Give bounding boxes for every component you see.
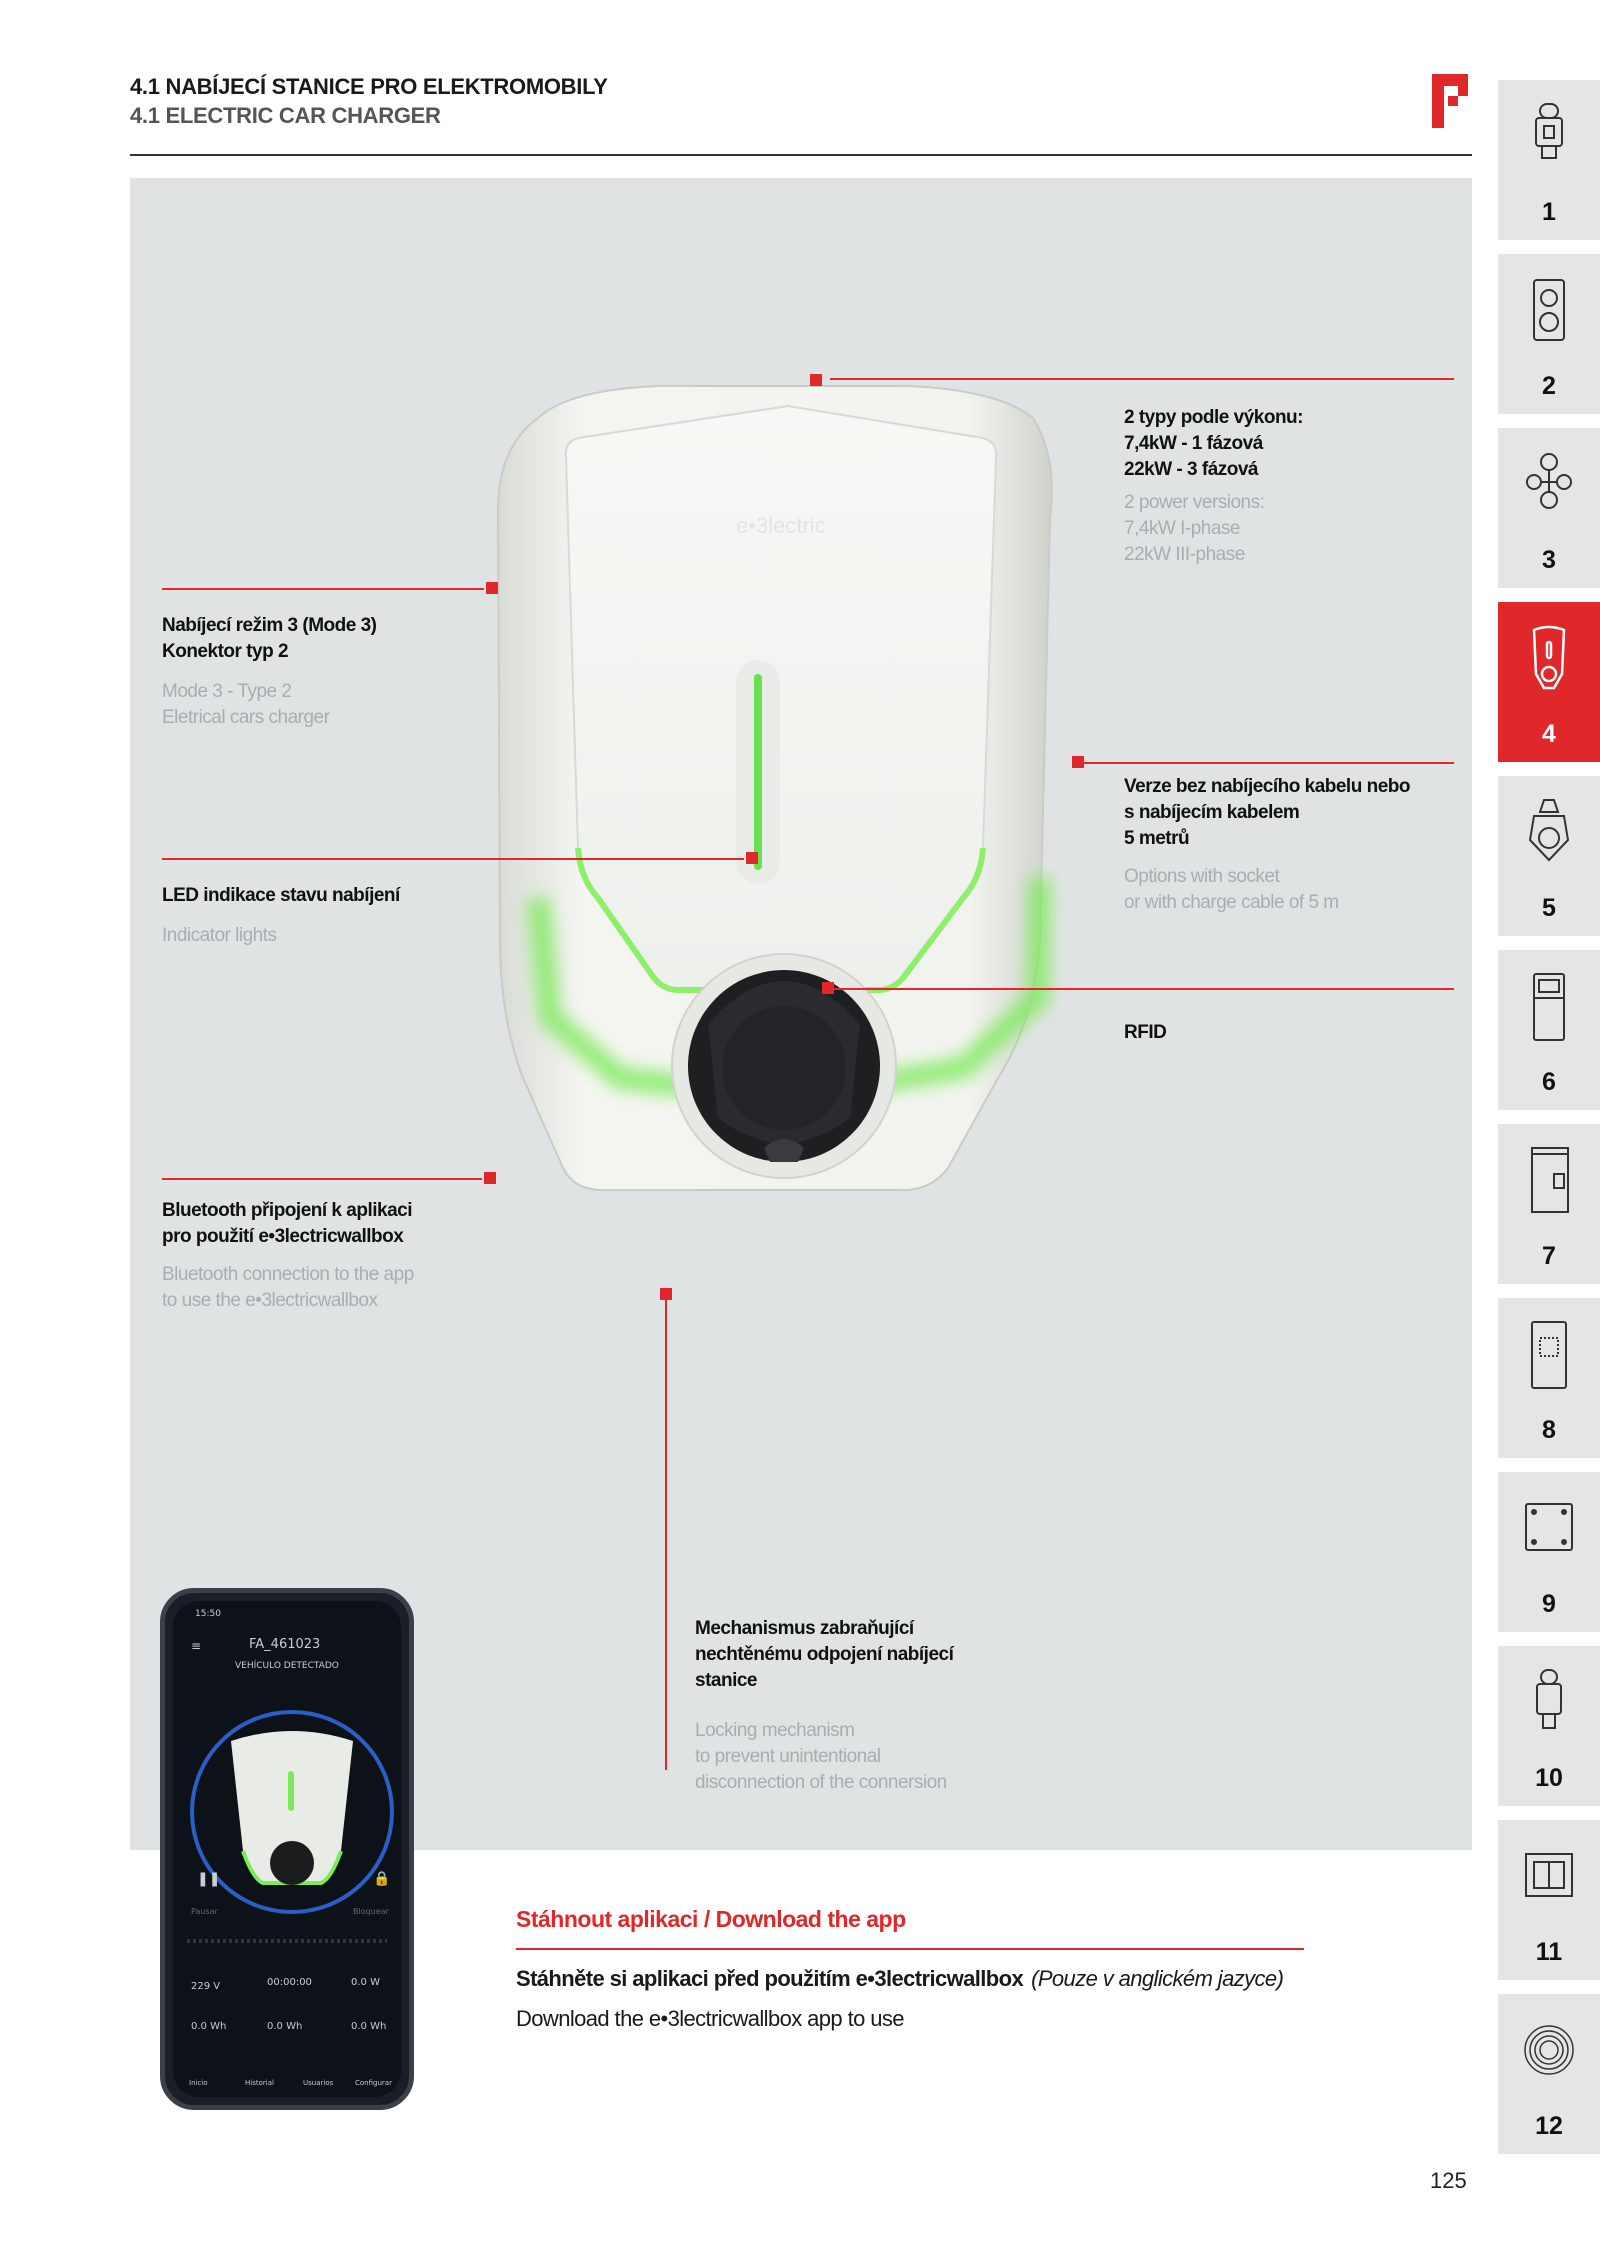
cable-reel-icon (1524, 2025, 1574, 2075)
callout-dot-cable (1072, 756, 1084, 768)
energy-value-3: 0.0 Wh (351, 2021, 387, 2032)
distribution-box-icon (1531, 1147, 1569, 1213)
nav-settings[interactable]: Configurar (355, 2079, 392, 2087)
power-label: 2 typy podle výkonu: 7,4kW - 1 fázová 22… (1124, 407, 1303, 480)
menu-icon[interactable]: ≡ (191, 1639, 202, 1653)
sidebar-item-3[interactable]: 3 (1498, 428, 1600, 588)
cable-label-en: Options with socket or with charge cable… (1124, 866, 1339, 913)
callout-line-led (162, 858, 744, 860)
page-number: 125 (1430, 2168, 1467, 2193)
header-divider (130, 154, 1472, 156)
brand-label: e•3lectric (736, 513, 826, 538)
sidebar-item-6[interactable]: 6 (1498, 950, 1600, 1110)
callout-dot-power (810, 374, 822, 386)
brand-logo-icon (1432, 74, 1468, 128)
download-text-cz: Stáhněte si aplikaci před použitím e•3le… (516, 1966, 1284, 1991)
energy-value-2: 0.0 Wh (267, 2021, 303, 2032)
rfid-label: RFID (1124, 1022, 1167, 1043)
mode-label: Nabíjecí režim 3 (Mode 3) Konektor typ 2 (162, 615, 377, 662)
ev-charger-image: e•3lectric (496, 385, 1053, 1191)
callout-dot-led (746, 852, 758, 864)
callout-dot-mode (486, 582, 498, 594)
download-divider (516, 1948, 1304, 1950)
sidebar-item-9[interactable]: 9 (1498, 1472, 1600, 1632)
switch-icon (1525, 1853, 1573, 1897)
sidebar-item-4[interactable]: 4 (1498, 602, 1600, 762)
industrial-plug-icon (1528, 799, 1570, 862)
energy-value-1: 0.0 Wh (191, 2021, 227, 2032)
callout-line-mode (162, 588, 484, 590)
led-label-en: Indicator lights (162, 925, 277, 946)
ev-charger-icon (1532, 625, 1566, 690)
meter-box-icon (1531, 1321, 1567, 1389)
bluetooth-label: Bluetooth připojení k aplikaci pro použi… (162, 1200, 412, 1247)
pause-icon[interactable]: ❚❚ (197, 1871, 221, 1887)
plug-adapter-icon (1535, 103, 1563, 159)
locking-label-en: Locking mechanism to prevent unintention… (695, 1720, 947, 1793)
progress-strip (187, 1939, 387, 1943)
timer-value: 00:00:00 (267, 1977, 312, 1988)
sidebar-item-2[interactable]: 2 (1498, 254, 1600, 414)
splitter-icon (1526, 453, 1572, 509)
callout-line-power (830, 378, 1454, 380)
charge-ring-icon (190, 1710, 394, 1914)
sidebar-item-10[interactable]: 10 (1498, 1646, 1600, 1806)
section-title-en: 4.1 ELECTRIC CAR CHARGER (130, 103, 441, 128)
callout-line-bluetooth (162, 1178, 482, 1180)
download-text-en: Download the e•3lectricwallbox app to us… (516, 2006, 905, 2031)
voltage-value: 229 V (191, 1981, 221, 1992)
nav-history[interactable]: Historial (245, 2079, 274, 2087)
pause-label: Pausar (191, 1907, 218, 1916)
callout-line-cable (1084, 762, 1454, 764)
callout-dot-rfid (822, 982, 834, 994)
nav-users[interactable]: Usuarios (303, 2079, 334, 2087)
power-label-en: 2 power versions: 7,4kW I-phase 22kW III… (1124, 492, 1265, 565)
device-name: FA_461023 (249, 1637, 321, 1652)
sidebar-item-1[interactable]: 1 (1498, 80, 1600, 240)
sidebar-item-12[interactable]: 12 (1498, 1994, 1600, 2154)
sidebar-item-7[interactable]: 7 (1498, 1124, 1600, 1284)
mounting-plate-icon (1525, 1503, 1573, 1551)
cabinet-icon (1533, 973, 1565, 1041)
socket-panel-icon (1533, 279, 1565, 341)
callout-dot-bluetooth (484, 1172, 496, 1184)
lock-icon[interactable]: 🔒 (373, 1871, 391, 1887)
callout-dot-locking (660, 1288, 672, 1300)
bluetooth-label-en: Bluetooth connection to the app to use t… (162, 1264, 414, 1311)
nav-home[interactable]: Inicio (189, 2079, 208, 2087)
sidebar-item-5[interactable]: 5 (1498, 776, 1600, 936)
callout-line-rfid (830, 988, 1454, 990)
power-value: 0.0 W (351, 1977, 380, 1988)
block-label: Bloquear (353, 1907, 389, 1916)
locking-label: Mechanismus zabraňující nechtěnému odpoj… (695, 1618, 954, 1691)
download-title: Stáhnout aplikaci / Download the app (516, 1906, 906, 1932)
section-title-cz: 4.1 NABÍJECÍ STANICE PRO ELEKTROMOBILY (130, 74, 608, 99)
led-label: LED indikace stavu nabíjení (162, 885, 400, 906)
sidebar-item-8[interactable]: 8 (1498, 1298, 1600, 1458)
cable-label: Verze bez nabíjecího kabelu nebo s nabíj… (1124, 776, 1410, 849)
plug-icon (1536, 1669, 1562, 1729)
mode-label-en: Mode 3 - Type 2 Eletrical cars charger (162, 681, 330, 728)
language-note: (Pouze v anglickém jazyce) (1031, 1966, 1284, 1991)
callout-line-locking (665, 1296, 667, 1770)
phone-app-screenshot: 15:50 ≡ FA_461023 VEHÍCULO DETECTADO ❚❚ … (160, 1588, 414, 2110)
phone-time: 15:50 (195, 1609, 221, 1619)
sidebar-item-11[interactable]: 11 (1498, 1820, 1600, 1980)
vehicle-status: VEHÍCULO DETECTADO (235, 1661, 339, 1671)
